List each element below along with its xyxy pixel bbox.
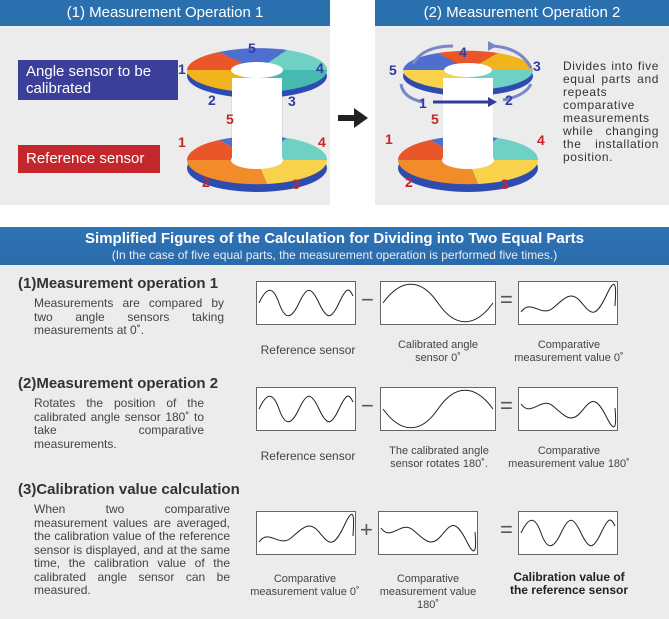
plus-operator: +	[360, 517, 373, 542]
upper-num-3: 3	[288, 93, 296, 109]
upper-num-3: 3	[533, 58, 541, 74]
calibrated-sensor-waveform	[380, 281, 496, 325]
caption-calibration-value: Calibration value of the reference senso…	[509, 570, 629, 597]
caption-comparative-180: Comparative measurement value 180˚	[508, 445, 630, 470]
upper-num-5: 5	[248, 40, 256, 56]
calculation-title: Simplified Figures of the Calculation fo…	[85, 230, 584, 247]
comparative-wave-180	[520, 401, 617, 428]
reference-sensor-waveform-2	[256, 387, 356, 431]
calibration-value-waveform	[518, 511, 618, 555]
step-3-title: (3)Calibration value calculation	[18, 481, 240, 498]
minus-operator: −	[361, 287, 374, 312]
equals-operator-3: =	[500, 517, 513, 542]
caption-reference-sensor-2: Reference sensor	[260, 449, 356, 463]
arrow-right-icon	[338, 108, 368, 128]
panel-title: (2) Measurement Operation 2	[375, 0, 669, 26]
minus-operator-2: −	[361, 393, 374, 418]
step-1-title: (1)Measurement operation 1	[18, 275, 218, 292]
step-2-title-text: Measurement operation 2	[36, 375, 219, 392]
calculation-header: Simplified Figures of the Calculation fo…	[0, 227, 669, 265]
reference-wave-2	[258, 395, 354, 423]
calibrated-wave-180	[382, 389, 494, 429]
step-2-number: (2)	[18, 375, 37, 392]
reference-wave-1	[258, 289, 354, 317]
caption-sum-comparative-0: Comparative measurement value 0˚	[250, 573, 360, 598]
caption-reference-sensor-1: Reference sensor	[260, 343, 356, 357]
lower-num-3: 3	[292, 176, 300, 192]
step-3-number: (3)	[18, 481, 37, 498]
lower-num-1: 1	[385, 131, 393, 147]
step-2-description: Rotates the position of the calibrated a…	[34, 396, 204, 451]
reference-sensor-label: Reference sensor	[18, 145, 160, 173]
comparative-wave-0	[520, 284, 617, 313]
comparative-180-waveform-sum	[378, 511, 478, 555]
sensor-stack-illustration	[186, 48, 328, 192]
caption-rotated-sensor: The calibrated angle sensor rotates 180˚…	[389, 445, 489, 470]
lower-num-4: 4	[318, 134, 326, 150]
comparative-0-waveform	[518, 281, 618, 325]
calibrated-wave-0	[382, 283, 494, 323]
rotating-sensor-illustration	[397, 41, 539, 192]
equals-operator-2: =	[500, 393, 513, 418]
upper-num-4: 4	[316, 60, 324, 76]
sum-wave-180	[380, 525, 477, 552]
lower-num-2: 2	[405, 174, 413, 190]
lower-num-3: 3	[501, 176, 509, 192]
measurement-operation-2-panel: (2) Measurement Operation 2	[375, 0, 669, 205]
sum-wave-0	[258, 514, 355, 543]
caption-sum-comparative-180: Comparative measurement value 180˚	[379, 573, 477, 611]
step-1-title-text: Measurement operation 1	[36, 275, 219, 292]
comparative-180-waveform	[518, 387, 618, 431]
step-1-number: (1)	[18, 275, 37, 292]
caption-comparative-0: Comparative measurement value 0˚	[514, 339, 624, 364]
angle-sensor-label: Angle sensor to be calibrated	[18, 60, 178, 100]
upper-num-4: 4	[459, 44, 467, 60]
upper-num-1: 1	[178, 61, 186, 77]
upper-num-5: 5	[389, 62, 397, 78]
rotated-sensor-waveform	[380, 387, 496, 431]
equals-operator: =	[500, 287, 513, 312]
calculation-subtitle: (In the case of five equal parts, the me…	[111, 248, 558, 262]
lower-num-5: 5	[226, 111, 234, 127]
lower-num-1: 1	[178, 134, 186, 150]
lower-num-2: 2	[202, 174, 210, 190]
reference-sensor-waveform	[256, 281, 356, 325]
lower-num-5: 5	[431, 111, 439, 127]
upper-num-2: 2	[505, 92, 513, 108]
panel-title: (1) Measurement Operation 1	[0, 0, 330, 26]
measurement-operation-1-panel: (1) Measurement Operation 1 1 2 3 4	[0, 0, 330, 205]
step-2-title: (2)Measurement operation 2	[18, 375, 218, 392]
step-3-description: When two comparative measurement values …	[34, 502, 230, 597]
calculation-panel: (1)Measurement operation 1 Measurements …	[0, 265, 669, 619]
step-1-description: Measurements are compared by two angle s…	[34, 296, 224, 337]
caption-calibrated-sensor: Calibrated angle sensor 0˚	[397, 339, 479, 364]
calibration-wave	[520, 519, 616, 547]
upper-num-1: 1	[419, 95, 427, 111]
operation-2-note: Divides into five equal parts and repeat…	[563, 59, 659, 164]
upper-num-2: 2	[208, 92, 216, 108]
comparative-0-waveform-sum	[256, 511, 356, 555]
step-3-title-text: Calibration value calculation	[36, 481, 240, 498]
lower-num-4: 4	[537, 132, 545, 148]
